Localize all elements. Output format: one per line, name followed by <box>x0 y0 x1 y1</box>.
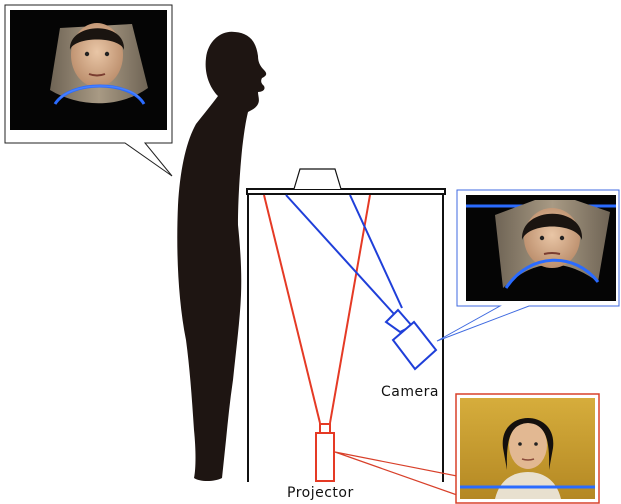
camera-label: Camera <box>381 384 439 400</box>
camera-view-callout <box>437 190 619 341</box>
projector-body <box>316 433 334 481</box>
projector-icon <box>316 424 334 481</box>
camera-eye-left <box>540 236 544 240</box>
source-eye-left <box>518 442 522 446</box>
source-eye-right <box>534 442 538 446</box>
projector-ray-left <box>264 195 320 423</box>
human-silhouette-icon <box>177 32 266 481</box>
camera-mouth <box>544 253 560 254</box>
camera-icon <box>386 310 436 369</box>
projector-source-callout <box>335 394 599 503</box>
viewer-view-callout <box>5 5 172 176</box>
camera-ray-right <box>350 195 402 308</box>
person-silhouette <box>177 32 266 481</box>
eye-left <box>85 52 89 56</box>
camera-rays <box>286 195 402 314</box>
screen-dome <box>294 169 341 189</box>
projector-ray-right <box>330 195 370 423</box>
camera-eye-right <box>560 236 564 240</box>
cabinet-top-plate <box>247 189 445 194</box>
eye-right <box>105 52 109 56</box>
projector-lens <box>320 424 330 433</box>
projector-label: Projector <box>287 485 354 501</box>
